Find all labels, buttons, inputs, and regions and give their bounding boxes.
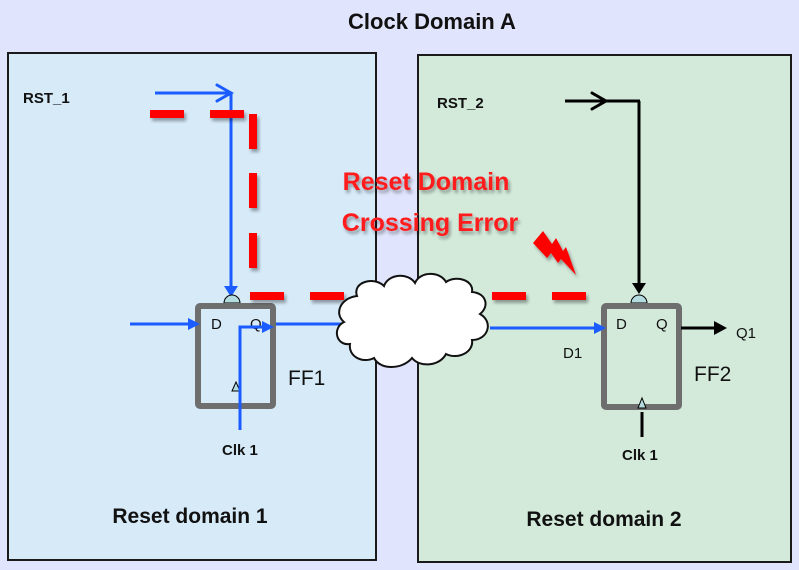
ff1-clk-q-wire bbox=[238, 321, 345, 430]
error-label-line1: Reset Domain bbox=[343, 168, 510, 196]
ff1-d-input-wire bbox=[130, 318, 200, 330]
rst1-wire bbox=[155, 83, 238, 297]
ff2-clock-label: Clk 1 bbox=[622, 447, 658, 464]
ff1-clock-label: Clk 1 bbox=[222, 442, 258, 459]
ff1-label: FF1 bbox=[288, 367, 325, 390]
ff2-d1-wire bbox=[490, 322, 606, 334]
ff2-reset-pin bbox=[630, 294, 648, 304]
clock-domain-title: Clock Domain A bbox=[348, 9, 516, 34]
error-label-line2: Crossing Error bbox=[342, 209, 519, 237]
ff1-reset-pin bbox=[223, 294, 241, 304]
lightning-icon bbox=[533, 231, 576, 275]
reset-domain-1-label: Reset domain 1 bbox=[112, 505, 268, 528]
ff2-clock-pin bbox=[637, 396, 647, 409]
rst2-wire bbox=[565, 91, 646, 294]
rst1-label: RST_1 bbox=[23, 90, 70, 107]
ff2-label: FF2 bbox=[694, 363, 731, 386]
reset-domain-1-box bbox=[7, 52, 377, 561]
ff2-d-pin: D bbox=[616, 316, 627, 333]
ff1-q-pin: Q bbox=[250, 316, 262, 333]
q1-label: Q1 bbox=[736, 325, 756, 342]
rst2-label: RST_2 bbox=[437, 95, 484, 112]
ff2-q1-wire bbox=[681, 321, 727, 335]
ff1-d-pin: D bbox=[211, 316, 222, 333]
ff1-clock-pin bbox=[231, 380, 241, 392]
d1-label: D1 bbox=[563, 345, 582, 362]
reset-domain-2-label: Reset domain 2 bbox=[526, 508, 681, 531]
ff1-flipflop: D Q bbox=[195, 294, 276, 409]
ff2-q-pin: Q bbox=[656, 316, 668, 333]
cloud-icon bbox=[335, 272, 489, 368]
ff2-flipflop: D Q bbox=[601, 294, 682, 410]
